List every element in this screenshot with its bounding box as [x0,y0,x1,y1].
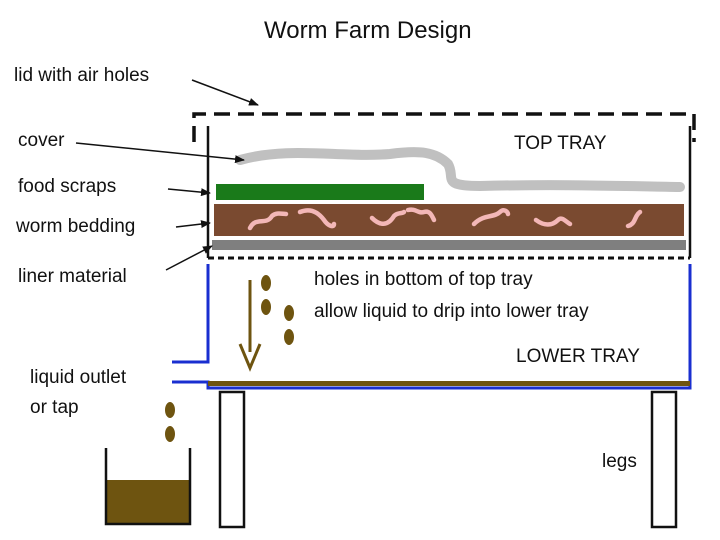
liner [212,240,686,250]
diagram-title: Worm Farm Design [264,17,472,44]
worm [297,208,337,229]
food-scraps [216,184,424,200]
worm [369,209,407,226]
lower-tray-liquid [208,381,690,386]
worm [247,211,289,231]
liquid-drops [165,275,294,442]
liner-pointer [165,245,213,271]
liquid-drop [261,299,271,315]
food-pointer [167,188,211,197]
label-holes-line1: holes in bottom of top tray [314,269,533,290]
label-food-scraps: food scraps [18,176,117,197]
drip-arrow-head [238,343,262,372]
worm [471,208,511,227]
worm [533,216,573,227]
worm-bedding [214,204,684,236]
label-outlet-line1: liquid outlet [30,367,127,388]
label-holes-line2: allow liquid to drip into lower tray [314,301,589,322]
bucket [104,448,192,526]
lower-tray [172,264,692,390]
label-lid: lid with air holes [14,65,150,86]
cover [235,147,685,192]
worm [625,209,643,229]
liquid-drop [165,426,175,442]
worms [247,207,643,231]
worm [405,207,437,223]
label-worm-bedding: worm bedding [16,216,136,237]
liquid-drop [284,329,294,345]
leg-right [650,390,678,529]
liquid-drop [284,305,294,321]
label-liner: liner material [18,266,127,287]
cover-pointer [75,142,245,164]
liquid-drop [165,402,175,418]
leg-left [218,390,246,529]
bucket-liquid [106,480,190,524]
label-lower-tray: LOWER TRAY [516,346,640,367]
label-outlet-line2: or tap [30,397,79,418]
label-legs: legs [602,451,637,472]
lid [192,112,696,142]
liquid-drop [261,275,271,291]
label-cover: cover [18,130,65,151]
lid-pointer [191,79,259,106]
bedding-pointer [175,220,211,229]
label-top-tray: TOP TRAY [514,133,607,154]
